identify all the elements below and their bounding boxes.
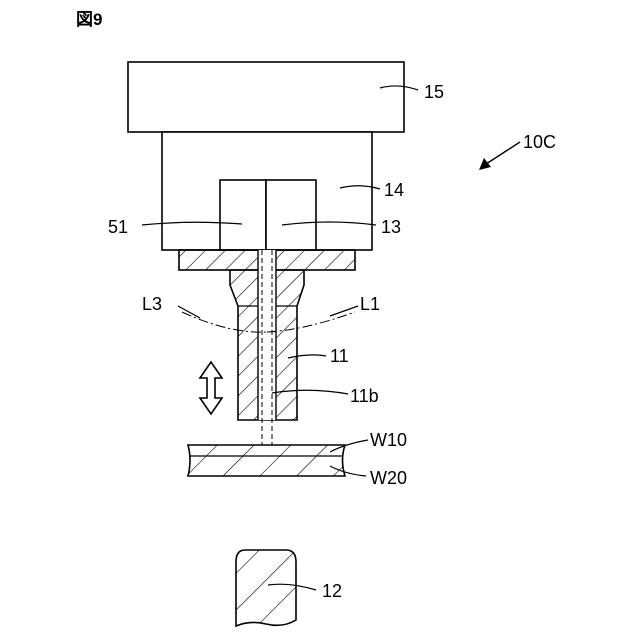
label-11b: 11b [350, 386, 379, 406]
assembly-arrow-icon [479, 142, 520, 170]
label-15: 15 [424, 82, 444, 102]
label-W20: W20 [370, 468, 407, 488]
leader-L1 [330, 306, 358, 316]
label-14: 14 [384, 180, 404, 200]
label-W10: W10 [370, 430, 407, 450]
component-51 [220, 180, 266, 250]
component-13 [266, 180, 316, 250]
label-L1: L1 [360, 294, 380, 314]
double-arrow-icon [200, 362, 222, 414]
nozzle-bore-11b [258, 250, 276, 420]
workpiece-plate [188, 445, 345, 476]
label-12: 12 [322, 581, 342, 601]
label-10C: 10C [523, 132, 556, 152]
figure-label: 図9 [76, 10, 102, 29]
leader-L3 [178, 306, 200, 318]
label-13: 13 [381, 217, 401, 237]
label-11: 11 [330, 346, 349, 366]
label-L3: L3 [142, 294, 162, 314]
label-51: 51 [108, 217, 128, 237]
top-block-15 [128, 62, 404, 132]
lower-electrode-12 [236, 550, 296, 626]
